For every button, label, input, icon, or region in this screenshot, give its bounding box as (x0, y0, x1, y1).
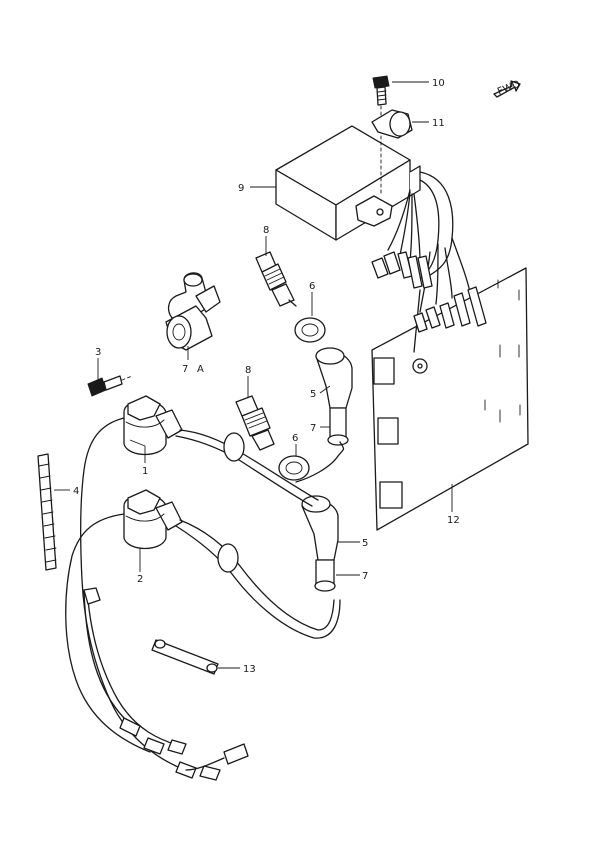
callout-8-upper: 8 (263, 225, 269, 236)
callout-4: 4 (73, 486, 79, 497)
protective-sleeve-tube (37, 453, 57, 571)
wire-clamp (151, 639, 219, 675)
plug-boot-lower (301, 495, 339, 592)
callout-7a: 7 (182, 364, 188, 375)
callout-6-upper: 6 (309, 281, 315, 292)
callout-8-lower: 8 (245, 365, 251, 376)
callout-2: 2 (137, 574, 143, 585)
callout-12: 12 (447, 515, 460, 526)
callout-5-upper: 5 (310, 389, 316, 400)
bolt (372, 75, 390, 197)
callout-7-upper: 7 (310, 423, 316, 434)
fwd-arrow-icon: FWD (493, 79, 522, 98)
callout-13: 13 (243, 664, 256, 675)
sleeve-lower (278, 455, 310, 481)
high-tension-leads (175, 429, 345, 639)
fwd-label: FWD (496, 79, 522, 98)
cdi-wire-harness (371, 171, 487, 374)
spark-plug-lower (235, 395, 275, 451)
callout-10: 10 (432, 78, 445, 89)
ignition-coil-lower (123, 489, 183, 550)
ignition-coil-upper (123, 395, 183, 456)
callout-1: 1 (142, 466, 148, 477)
sleeve-upper (294, 317, 326, 343)
callout-11: 11 (432, 118, 445, 129)
callout-5-lower: 5 (362, 538, 368, 549)
ground-wire-harness (65, 417, 249, 781)
leader-lines (54, 81, 453, 669)
plug-boot-upper (315, 347, 353, 446)
spark-plug-cap-angled (165, 272, 221, 351)
callout-7a-suffix: A (197, 364, 204, 375)
spark-plug-upper (255, 251, 297, 307)
callout-3: 3 (95, 347, 101, 358)
screw (87, 375, 133, 397)
callout-6-lower: 6 (292, 433, 298, 444)
grommet (371, 109, 413, 139)
cdi-unit (275, 125, 421, 241)
callout-labels: 10 11 9 8 6 7 A 3 8 5 7 6 1 4 12 5 2 7 1… (73, 78, 460, 675)
callout-7-lower: 7 (362, 571, 368, 582)
mounting-bracket-plate (371, 267, 529, 531)
callout-9: 9 (238, 183, 244, 194)
